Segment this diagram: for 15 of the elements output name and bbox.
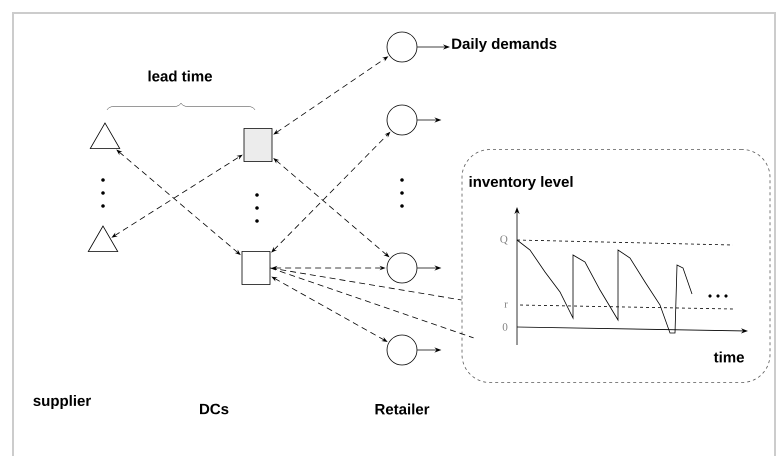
column-label: DCs bbox=[200, 404, 228, 414]
bracket-label: lead time bbox=[148, 70, 212, 82]
dc-box bbox=[242, 251, 270, 285]
column-label: Retailer bbox=[376, 404, 430, 414]
retailer-circle bbox=[386, 32, 418, 62]
dc-box bbox=[244, 128, 272, 162]
retailer-circle bbox=[386, 252, 418, 284]
retailer-circle bbox=[386, 104, 418, 136]
retailer-circle bbox=[386, 334, 418, 366]
column-label: supplier bbox=[33, 395, 91, 409]
tick-label: 0 bbox=[502, 323, 508, 331]
tick-label: Q bbox=[500, 235, 508, 245]
callout-pointer bbox=[270, 268, 474, 338]
tick-label: r bbox=[504, 302, 508, 308]
text-label: Daily demands bbox=[452, 38, 556, 52]
